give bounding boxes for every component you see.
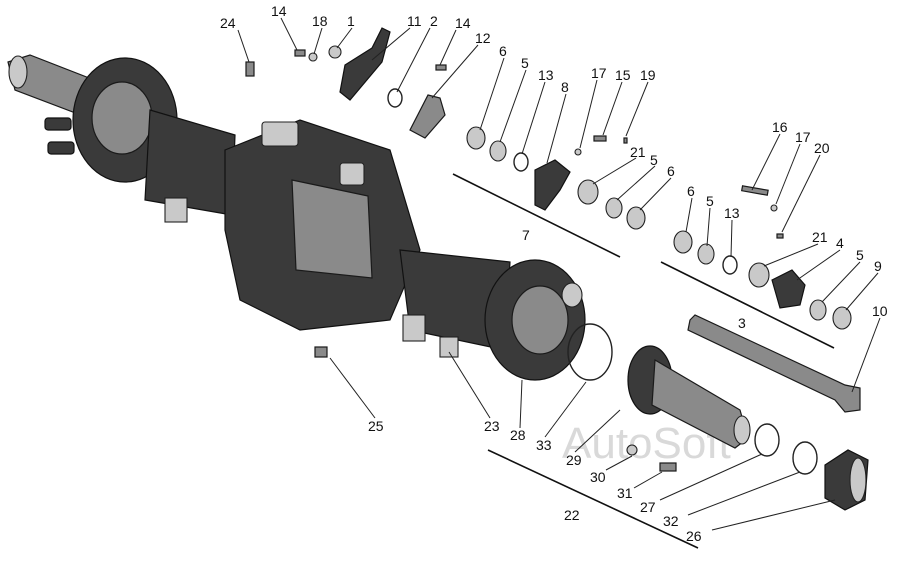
label-30: 30 (590, 469, 606, 485)
label-20: 20 (814, 140, 830, 156)
label-27: 27 (640, 499, 656, 515)
label-13b: 13 (724, 205, 740, 221)
label-12: 12 (475, 30, 491, 46)
pin-20 (776, 233, 784, 239)
bolt-14 (294, 49, 306, 57)
bolt-15 (593, 135, 607, 142)
label-2: 2 (430, 13, 438, 29)
callout-labels: 24 14 18 1 11 2 14 12 6 5 13 8 17 15 19 … (220, 3, 888, 544)
camshaft-10 (687, 314, 861, 413)
bracket-4 (771, 269, 806, 309)
label-33: 33 (536, 437, 552, 453)
seal-5 (489, 140, 507, 162)
bushing-21b (748, 262, 770, 288)
washer-18 (308, 52, 318, 62)
label-13a: 13 (538, 67, 554, 83)
washer-17b (770, 204, 778, 212)
label-18: 18 (312, 13, 328, 29)
bushing-6b (626, 206, 646, 230)
bracket-8 (534, 159, 571, 211)
axle-housing (7, 54, 586, 381)
gasket-33 (567, 323, 613, 381)
label-5a: 5 (521, 55, 529, 71)
bushing-6c (673, 230, 693, 254)
bolt-14b (435, 64, 447, 71)
label-17a: 17 (591, 65, 607, 81)
label-1: 1 (347, 13, 355, 29)
label-21b: 21 (812, 229, 828, 245)
pin-19 (623, 137, 628, 144)
ring-32 (792, 441, 818, 475)
label-6c: 6 (687, 183, 695, 199)
label-9: 9 (874, 258, 882, 274)
label-11: 11 (407, 13, 422, 29)
group-3-parts (673, 185, 861, 413)
cap-1 (328, 45, 342, 59)
label-17b: 17 (795, 129, 811, 145)
washer-17 (574, 148, 582, 156)
leader-lines (237, 17, 881, 531)
label-8: 8 (561, 79, 569, 95)
group-line-22 (487, 449, 699, 549)
ring-27 (754, 423, 780, 457)
label-16: 16 (772, 119, 788, 135)
label-26: 26 (686, 528, 702, 544)
group-22-parts (567, 323, 869, 511)
label-22: 22 (564, 507, 580, 523)
label-21a: 21 (630, 144, 646, 160)
upper-parts (245, 27, 646, 230)
clamp-12 (409, 94, 446, 139)
label-6a: 6 (499, 43, 507, 59)
label-4: 4 (836, 235, 844, 251)
label-32: 32 (663, 513, 679, 529)
plug-25 (314, 346, 328, 358)
label-24: 24 (220, 15, 236, 31)
label-5c: 5 (706, 193, 714, 209)
label-31: 31 (617, 485, 633, 501)
group-line-7 (452, 173, 621, 258)
label-5d: 5 (856, 247, 864, 263)
label-14b: 14 (455, 15, 471, 31)
label-7: 7 (522, 227, 530, 243)
ring-2 (387, 88, 403, 108)
ring-13b (722, 255, 738, 275)
washer-30 (626, 444, 638, 456)
bolt-16 (740, 185, 769, 196)
cap-9 (832, 306, 852, 330)
seal-5d (809, 299, 827, 321)
plug-24 (245, 61, 255, 77)
bolt-31 (659, 462, 677, 472)
lever-11 (339, 27, 391, 101)
label-19: 19 (640, 67, 656, 83)
label-25: 25 (368, 418, 384, 434)
label-23: 23 (484, 418, 500, 434)
group-line-3 (660, 261, 835, 349)
seal-5c (697, 243, 715, 265)
bushing-6 (466, 126, 486, 150)
label-28: 28 (510, 427, 526, 443)
label-29: 29 (566, 452, 582, 468)
seal-5b (605, 197, 623, 219)
label-3: 3 (738, 315, 746, 331)
bushing-21 (577, 179, 599, 205)
label-14a: 14 (271, 3, 287, 19)
ring-13 (513, 152, 529, 172)
label-6b: 6 (667, 163, 675, 179)
label-15: 15 (615, 67, 631, 83)
label-5b: 5 (650, 152, 658, 168)
label-10: 10 (872, 303, 888, 319)
